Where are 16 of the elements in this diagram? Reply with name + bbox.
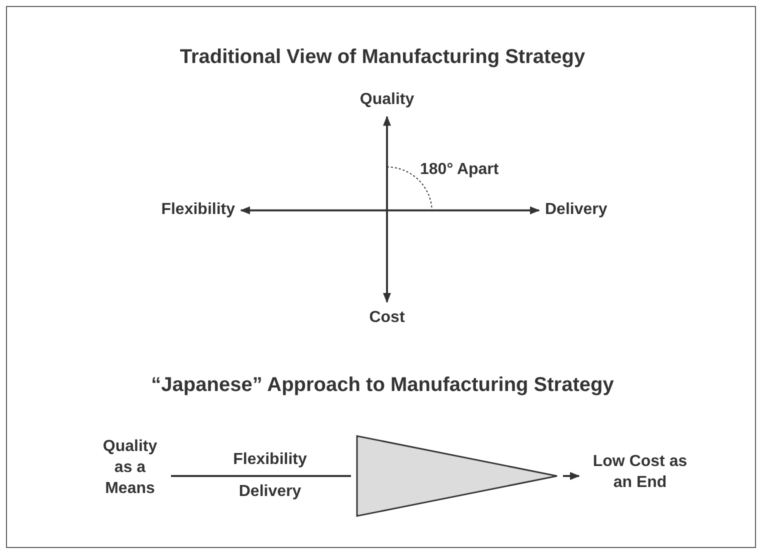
arrow — [563, 472, 580, 480]
subtitle: “Japanese” Approach to Manufacturing Strategy — [150, 373, 615, 398]
title: Traditional View of Manufacturing Strategy — [178, 45, 586, 70]
text-label: Delivery — [238, 482, 302, 502]
triangle-shape — [356, 435, 558, 517]
node-label: Delivery — [545, 200, 645, 221]
node-label: Quality as a Means — [95, 437, 165, 500]
node-label: Low Cost as an End — [585, 452, 695, 494]
node-label: Quality — [342, 90, 432, 111]
node-label: Cost — [347, 308, 427, 329]
angle-label: 180° Apart — [420, 160, 500, 180]
node-label: Flexibility — [110, 200, 235, 221]
arrow — [240, 206, 540, 214]
connector-line — [171, 475, 351, 477]
arrow — [383, 116, 391, 303]
text-label: Flexibility — [232, 450, 308, 470]
